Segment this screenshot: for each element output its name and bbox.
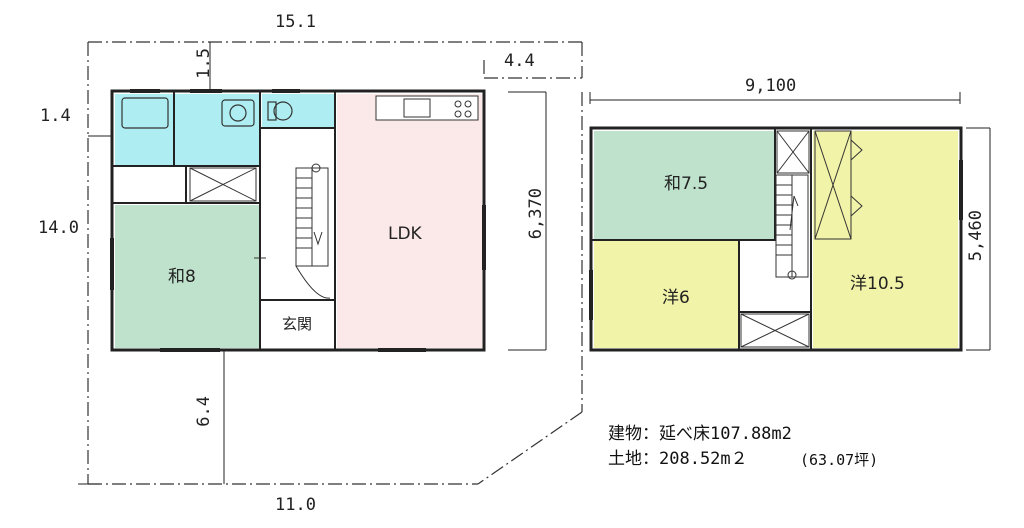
ldk-room (337, 94, 482, 348)
floor2-plan (589, 126, 963, 352)
dim-lot-left: 14.0 (38, 218, 79, 238)
summary-land: 土地：208.52m２ (608, 449, 748, 469)
dim-lot-right-step: 4.4 (504, 51, 535, 71)
dim-lot-setback-top: 1.5 (194, 48, 214, 79)
wet-area-bath (115, 94, 260, 166)
dim-floor1-height: 6,370 (526, 188, 546, 240)
lot-boundary (87, 41, 583, 485)
floor1-plan (110, 89, 486, 352)
dim-lot-left-upper: 1.4 (40, 106, 71, 126)
room-label-washitsu-75: 和7.5 (664, 174, 709, 194)
dim-lot-bottom-setback: 6.4 (194, 396, 214, 427)
room-label-western-6: 洋6 (662, 288, 690, 308)
washitsu-8-room (115, 205, 260, 348)
room-label-washitsu-8: 和8 (168, 267, 196, 287)
room-label-entrance: 玄関 (282, 315, 313, 333)
dim-floor2-height: 5,460 (966, 210, 986, 262)
room-label-ldk: LDK (388, 224, 422, 244)
dimension-lines (78, 42, 991, 485)
room-label-western-105: 洋10.5 (850, 274, 905, 294)
western-6-room (594, 241, 738, 348)
summary-land-tsubo: (63.07坪) (800, 451, 879, 469)
wet-area-toilet (262, 94, 334, 128)
dim-lot-bottom: 11.0 (275, 495, 316, 515)
summary-building: 建物：延べ床107.88m2 (608, 424, 792, 444)
dim-lot-top: 15.1 (275, 12, 316, 32)
washitsu-75-room (594, 131, 774, 239)
dim-floor2-width: 9,100 (745, 76, 797, 96)
